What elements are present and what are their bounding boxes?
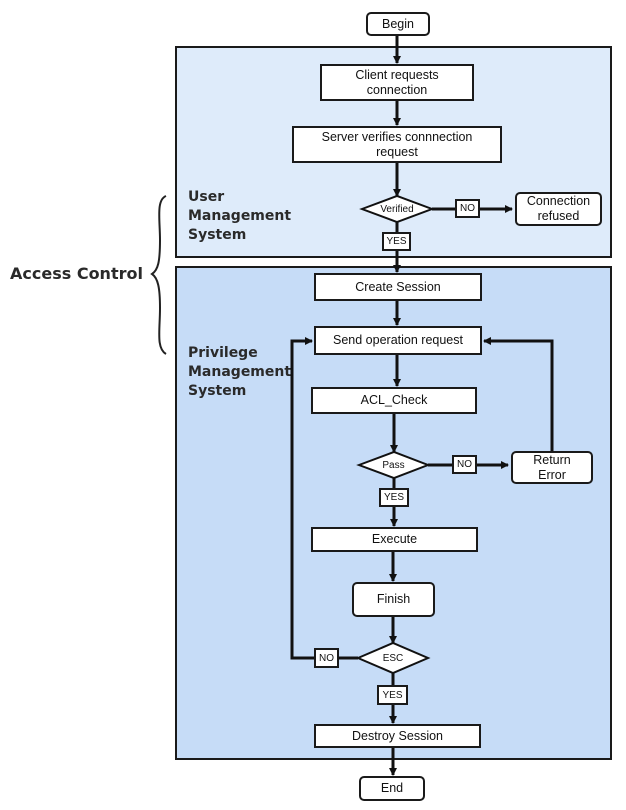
decision-pass: Pass bbox=[382, 459, 405, 471]
decision-pass-shape bbox=[356, 450, 431, 480]
begin-node: Begin bbox=[366, 12, 430, 36]
access-control-label: Access Control bbox=[10, 264, 143, 283]
end-node: End bbox=[359, 776, 425, 801]
finish-node: Finish bbox=[352, 582, 435, 617]
decision-verified: Verified bbox=[380, 203, 414, 215]
connection-refused-node: Connection refused bbox=[515, 192, 602, 226]
access-control-brace bbox=[150, 195, 167, 355]
privilege-management-label: Privilege Management System bbox=[188, 345, 292, 399]
decision-esc: ESC bbox=[382, 652, 404, 664]
verified-no-label: NO bbox=[455, 199, 480, 218]
return-error-node: Return Error bbox=[511, 451, 593, 484]
send-operation-request-node: Send operation request bbox=[314, 326, 482, 355]
user-management-label: User Management System bbox=[188, 189, 292, 243]
execute-node: Execute bbox=[311, 527, 478, 552]
decision-verified-shape bbox=[359, 194, 435, 224]
esc-yes-label: YES bbox=[377, 685, 408, 705]
edge-return-send bbox=[483, 337, 554, 452]
acl-check-node: ACL_Check bbox=[311, 387, 477, 414]
verified-yes-label: YES bbox=[382, 232, 411, 251]
pass-yes-label: YES bbox=[379, 488, 409, 507]
destroy-session-node: Destroy Session bbox=[314, 724, 481, 748]
esc-no-label: NO bbox=[314, 648, 339, 668]
decision-esc-shape bbox=[355, 641, 431, 675]
pass-no-label: NO bbox=[452, 455, 477, 474]
server-verify-node: Server verifies connnection request bbox=[292, 126, 502, 163]
client-request-node: Client requests connection bbox=[320, 64, 474, 101]
create-session-node: Create Session bbox=[314, 273, 482, 301]
